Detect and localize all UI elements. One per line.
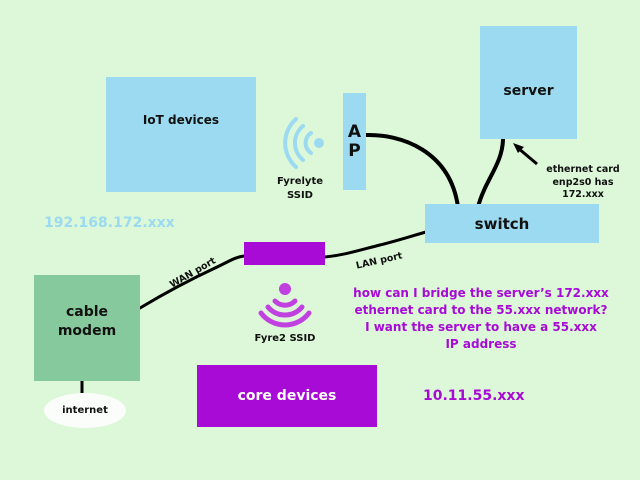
fyre2-ssid-label: Fyre2 SSID	[254, 333, 316, 344]
core-devices-label: core devices	[237, 388, 337, 404]
arrowhead	[513, 143, 524, 153]
eth-note-line-2: enp2s0 has	[552, 176, 614, 188]
iot-devices-node: IoT devices	[106, 77, 256, 192]
eth-note-line-3: 172.xxx	[562, 189, 604, 200]
subnet-172-label: 192.168.172.xxx	[44, 215, 175, 231]
eth-note-line-1: ethernet card	[546, 164, 620, 175]
arrow-to-server	[517, 146, 538, 166]
wire-server-switch	[476, 138, 505, 209]
fyrelyte-line-2: SSID	[287, 190, 313, 201]
wire-wan	[138, 254, 246, 310]
wire-ap-switch	[364, 132, 460, 209]
router-node	[244, 242, 325, 265]
cable-modem-label-1: cable	[65, 304, 109, 320]
subnet-55-label: 10.11.55.xxx	[423, 388, 525, 404]
iot-devices-label: IoT devices	[142, 113, 220, 127]
ap-label-p: P	[348, 141, 361, 161]
fyrelyte-line-1: Fyrelyte	[276, 176, 324, 187]
wifi-icon-fyrelyte	[283, 117, 324, 169]
switch-label: switch	[474, 214, 530, 233]
server-label: server	[503, 83, 554, 99]
question-line-3: I want the server to have a 55.xxx	[365, 320, 597, 334]
access-point-node: A P	[343, 93, 366, 190]
ap-label-a: A	[347, 122, 362, 142]
question-line-2: ethernet card to the 55.xxx network?	[354, 303, 608, 317]
wire-lan	[323, 230, 428, 259]
question-line-1: how can I bridge the server’s 172.xxx	[353, 286, 609, 300]
cable-modem-label-2: modem	[57, 323, 117, 339]
internet-label: internet	[62, 405, 108, 416]
fyrelyte-ssid-label: Fyrelyte SSID	[268, 175, 332, 203]
server-node: server	[480, 26, 577, 139]
core-devices-node: core devices	[197, 365, 377, 427]
cable-modem-node: cable modem	[34, 275, 140, 381]
ethernet-card-note: ethernet card enp2s0 has 172.xxx	[533, 164, 633, 202]
switch-node: switch	[425, 204, 599, 243]
question-line-4: IP address	[445, 337, 517, 351]
question-text: how can I bridge the server’s 172.xxx et…	[336, 285, 626, 353]
wifi-icon-fyre2	[258, 283, 312, 328]
internet-node: internet	[44, 393, 126, 428]
